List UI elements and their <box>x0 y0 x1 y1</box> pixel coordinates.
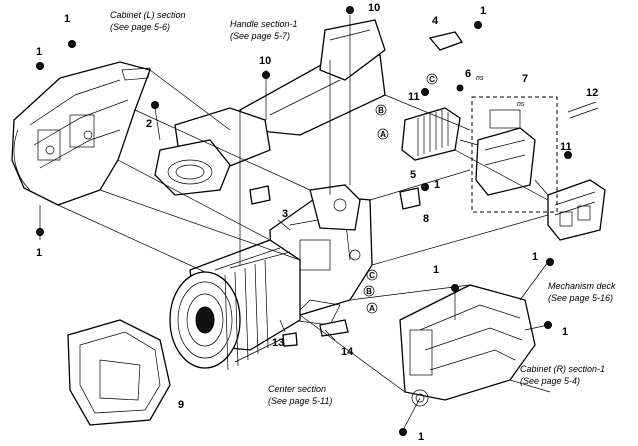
callout-1-b: 1 <box>36 46 42 58</box>
handle-part <box>154 19 386 196</box>
board-7-part <box>471 96 558 213</box>
marker-a-center: A <box>369 304 375 313</box>
callout-13: 13 <box>272 337 284 349</box>
marker-a-top: A <box>380 130 386 139</box>
callout-1-a: 1 <box>64 13 70 25</box>
ns-label-6: ns <box>476 75 484 82</box>
mechanism-deck-part <box>547 179 606 241</box>
callout-11-b: 11 <box>560 141 572 153</box>
callout-1-f: 1 <box>532 251 538 263</box>
callout-1-e: 1 <box>434 179 440 191</box>
callout-1-d: 1 <box>480 5 486 17</box>
cabinet-l-title: Cabinet (L) section <box>110 10 186 20</box>
mechanism-title: Mechanism deck <box>548 281 616 291</box>
callout-12: 12 <box>586 87 598 99</box>
handle-title: Handle section-1 <box>230 19 298 29</box>
cabinet-r-part <box>399 284 536 407</box>
callout-6: 6 <box>465 68 471 80</box>
cabinet-r-title: Cabinet (R) section-1 <box>520 364 605 374</box>
callout-11-a: 11 <box>408 91 420 103</box>
callout-9: 9 <box>178 399 184 411</box>
cabinet-r-ref: (See page 5-4) <box>520 376 580 386</box>
callout-10-a: 10 <box>368 2 380 14</box>
callout-2: 2 <box>146 118 152 130</box>
callout-10-b: 10 <box>259 55 271 67</box>
handle-ref: (See page 5-7) <box>230 31 290 41</box>
board-5-part <box>401 107 461 161</box>
callout-1-g: 1 <box>433 264 439 276</box>
callout-8: 8 <box>423 213 429 225</box>
callout-7: 7 <box>522 73 528 85</box>
marker-b-center: B <box>366 287 372 296</box>
callout-14: 14 <box>341 346 354 358</box>
center-ref: (See page 5-11) <box>268 396 332 406</box>
ns-label-7: ns <box>517 101 525 108</box>
mechanism-ref: (See page 5-16) <box>548 293 613 303</box>
lens-barrel-part <box>169 239 301 371</box>
callout-1-h: 1 <box>562 326 568 338</box>
center-title: Center section <box>268 384 326 394</box>
cabinet-l-part <box>11 61 151 206</box>
callout-1-i: 1 <box>418 431 424 443</box>
callout-5: 5 <box>410 169 416 181</box>
markers: B A C C B A <box>363 73 438 314</box>
marker-c-top: C <box>429 75 435 84</box>
lens-hood-part <box>67 319 171 426</box>
callout-1-c: 1 <box>36 247 42 259</box>
callout-4: 4 <box>432 15 439 27</box>
marker-c-center: C <box>369 271 375 280</box>
screws <box>36 6 572 436</box>
callout-3: 3 <box>282 208 288 220</box>
cabinet-l-ref: (See page 5-6) <box>110 22 170 32</box>
assembly-lines <box>39 15 551 431</box>
marker-b-top: B <box>378 106 384 115</box>
